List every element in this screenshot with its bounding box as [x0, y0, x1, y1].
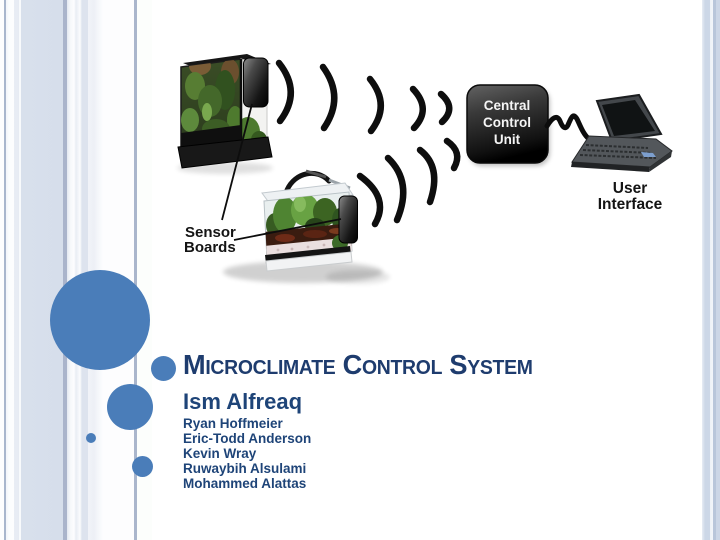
- user-interface-label-line1: User: [613, 180, 647, 197]
- wireless-signal-arcs-aquarium: [356, 137, 461, 228]
- signal-arc: [319, 63, 338, 132]
- author-lead: Ism Alfreaq: [183, 389, 303, 414]
- decor-circle-medium: [107, 384, 153, 430]
- author-name: Mohammed Alattas: [183, 476, 307, 491]
- signal-arc: [384, 154, 407, 224]
- ccu-label-line2: Control: [483, 115, 531, 130]
- aquarium-lamp-arm: [305, 169, 327, 179]
- decor-circle-small: [132, 456, 153, 477]
- wireless-signal-arcs-terrarium: [275, 59, 453, 135]
- leader-line-terrarium-sensor: [221, 103, 253, 221]
- author-name: Ryan Hoffmeier: [183, 416, 283, 431]
- sensor-board-terrarium: [243, 57, 269, 108]
- author-name: Ruwaybih Alsulami: [183, 461, 307, 476]
- author-name: Kevin Wray: [183, 446, 257, 461]
- decor-circle-large: [50, 270, 150, 370]
- laptop-screen: [602, 100, 655, 136]
- signal-arc: [443, 137, 461, 172]
- sensor-boards-label: Sensor Boards: [184, 224, 236, 256]
- ccu-label-line3: Unit: [494, 132, 521, 147]
- terrarium-plants: [181, 59, 241, 139]
- terrarium-image: [177, 54, 273, 174]
- aquarium-image: [223, 169, 390, 284]
- central-control-unit-box: Central Control Unit: [466, 84, 550, 166]
- sensor-boards-label-line1: Sensor: [185, 224, 236, 241]
- signal-arc: [366, 75, 384, 135]
- slide-title: Microclimate Control System: [183, 349, 533, 380]
- leader-line-aquarium-sensor: [233, 218, 342, 241]
- sensor-board-aquarium: [338, 195, 358, 244]
- laptop-front-edge: [571, 162, 650, 172]
- aquarium-handle: [284, 170, 332, 193]
- sensor-boards-label-line2: Boards: [184, 239, 236, 256]
- signal-arc: [416, 146, 438, 206]
- laptop-image: [571, 93, 673, 172]
- aquarium-shadow-2: [326, 270, 390, 284]
- terrarium-base: [177, 136, 273, 169]
- ccu-label-line1: Central: [484, 98, 531, 113]
- ccu-laptop-wire: [544, 113, 596, 144]
- signal-arc: [409, 85, 426, 132]
- signal-arc: [275, 59, 294, 125]
- laptop-keys: [579, 144, 657, 159]
- decor-circle-tiny: [86, 433, 96, 443]
- signal-arc: [437, 90, 453, 126]
- laptop-right-edge: [649, 151, 672, 172]
- decor-circle-title-dot: [151, 356, 176, 381]
- author-name: Eric-Todd Anderson: [183, 431, 312, 446]
- aquarium-base: [265, 251, 353, 272]
- signal-arc: [356, 172, 384, 228]
- laptop-blue-chip: [641, 152, 656, 157]
- user-interface-label-line2: Interface: [598, 196, 663, 213]
- author-list: Ryan Hoffmeier Eric-Todd Anderson Kevin …: [183, 416, 311, 491]
- user-interface-label: User Interface: [598, 180, 663, 213]
